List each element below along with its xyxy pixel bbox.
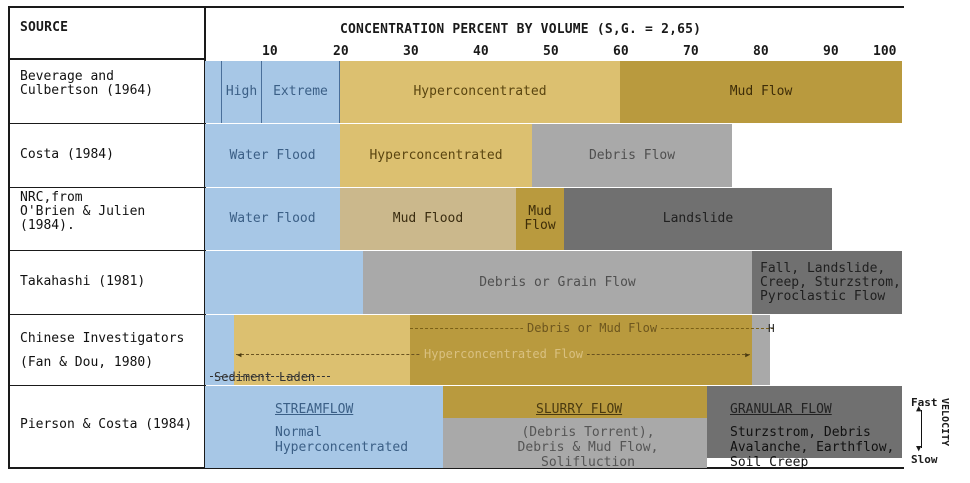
segment-debris-flow: Debris Flow (532, 124, 732, 187)
streamflow-subtitle: Normal Hyperconcentrated (275, 425, 409, 455)
segment-mud-flood: Mud Flood (340, 188, 516, 250)
source-pierson-costa: Pierson & Costa (1984) (20, 417, 193, 432)
tick-label: 90 (823, 44, 839, 59)
granular-flow-title: GRANULAR FLOW (730, 402, 832, 417)
right-bracket-icon: H (768, 322, 775, 335)
tick-label: 50 (543, 44, 559, 59)
row-divider (8, 385, 206, 386)
segment-hyperconcentrated: Hyperconcentrated (340, 61, 620, 123)
segment-debris-grain-flow: Debris or Grain Flow (363, 251, 752, 314)
segment-landslide: Landslide (564, 188, 832, 250)
tick-label: 10 (262, 44, 278, 59)
segment-hyperconcentrated: Hyperconcentrated (340, 124, 532, 187)
table-top-border (8, 6, 904, 8)
source-fan-dou: (Fan & Dou, 1980) (20, 355, 154, 370)
row-divider (8, 250, 206, 251)
source-header: SOURCE (20, 20, 69, 35)
row-divider (8, 314, 206, 315)
sediment-laden-label: Sediment Laden (214, 370, 316, 384)
segment-hyper-yellow (234, 315, 410, 385)
segment-water (205, 251, 363, 314)
right-arrow-icon: ▸ (744, 348, 751, 361)
source-chinese-investigators: Chinese Investigators (20, 331, 185, 346)
tick-label: 30 (403, 44, 419, 59)
segment-fall-landslide: Fall, Landslide, Creep, Sturzstrom, Pyro… (752, 251, 902, 314)
segment-streamflow (205, 386, 443, 468)
velocity-arrow-line (921, 410, 922, 448)
streamflow-title: STREAMFLOW (275, 402, 354, 417)
granular-flow-subtitle: Sturzstrom, Debris Avalanche, Earthflow,… (730, 425, 895, 470)
velocity-fast-label: Fast (911, 396, 938, 409)
table-left-border (8, 6, 10, 469)
row-divider (8, 187, 206, 188)
segment-slurry-gold (443, 386, 707, 418)
axis-title: CONCENTRATION PERCENT BY VOLUME (S,G. = … (340, 22, 702, 37)
table-bottom-border (8, 467, 904, 469)
velocity-vertical-label: VELOCITY (939, 398, 950, 447)
tick-label: 40 (473, 44, 489, 59)
segment-water-flood: Water Flood (205, 124, 340, 187)
source-takahashi: Takahashi (1981) (20, 274, 146, 289)
source-costa: Costa (1984) (20, 147, 114, 162)
segment-water-low (205, 61, 222, 123)
tick-label: 80 (753, 44, 769, 59)
hyper-flow-label: Hyperconcentrated Flow (420, 347, 587, 361)
up-arrow-icon: ▲ (916, 404, 922, 414)
sediment-arrow-line (210, 376, 330, 377)
segment-mud-flow: Mud Flow (516, 188, 564, 250)
segment-water-flood: Water Flood (205, 188, 340, 250)
slurry-flow-subtitle: (Debris Torrent), Debris & Mud Flow, Sol… (517, 425, 659, 470)
row-divider (8, 123, 206, 124)
tick-label: 70 (683, 44, 699, 59)
segment-mud-flow: Mud Flow (620, 61, 902, 123)
tick-label: 60 (613, 44, 629, 59)
slurry-flow-title: SLURRY FLOW (536, 402, 623, 417)
header-divider (8, 58, 206, 60)
segment-high: High (222, 61, 262, 123)
segment-granular (707, 386, 902, 458)
left-arrow-icon: ◂ (236, 348, 243, 361)
debris-mud-label: Debris or Mud Flow (523, 321, 662, 335)
segment-slurry-gray (443, 418, 707, 468)
segment-gray-tail (752, 315, 770, 385)
down-arrow-icon: ▼ (916, 444, 922, 454)
source-nrc: NRC,from O'Brien & Julien (1984). (20, 190, 146, 233)
tick-label: 20 (333, 44, 349, 59)
velocity-slow-label: Slow (911, 453, 938, 466)
tick-label: 100 (873, 44, 897, 59)
source-beverage-culbertson: Beverage and Culbertson (1964) (20, 69, 154, 98)
segment-extreme: Extreme (262, 61, 340, 123)
segment-sediment-blue (205, 315, 234, 385)
